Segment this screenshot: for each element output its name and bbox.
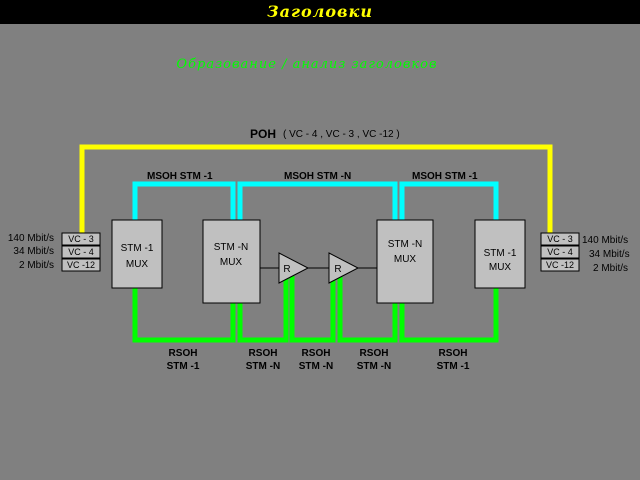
svg-text:MUX: MUX <box>394 254 417 265</box>
regenerator-1: R <box>278 252 310 284</box>
svg-text:VC -12: VC -12 <box>67 260 95 270</box>
rate-left-34: 34 Mbit/s <box>13 246 54 257</box>
svg-text:MUX: MUX <box>220 257 243 268</box>
msoh-path-left <box>132 181 236 230</box>
window-title: Заголовки <box>267 2 373 21</box>
msoh-label-left: MSOH STM -1 <box>147 171 213 182</box>
vc-box-left-vc4: VC - 4 <box>61 245 101 259</box>
rsoh-label-2-line2: STM -N <box>246 361 280 372</box>
rsoh-path-3 <box>289 276 336 343</box>
mux-stm1-right: STM -1 MUX <box>474 219 526 289</box>
rsoh-path-5 <box>399 286 499 343</box>
vc-box-right-vc4: VC - 4 <box>540 245 580 259</box>
rsoh-label-3-line1: RSOH <box>302 348 331 359</box>
vc-box-right-vc3: VC - 3 <box>540 232 580 246</box>
rsoh-label-1-line2: STM -1 <box>167 361 200 372</box>
mux-stmn-right: STM -N MUX <box>376 219 434 304</box>
rsoh-path-2 <box>237 276 289 343</box>
rsoh-label-4-line1: RSOH <box>360 348 389 359</box>
svg-text:STM -N: STM -N <box>214 242 248 253</box>
svg-text:R: R <box>283 264 290 275</box>
msoh-label-right: MSOH STM -1 <box>412 171 478 182</box>
title-bar: Заголовки <box>0 0 640 24</box>
svg-text:MUX: MUX <box>126 259 149 270</box>
svg-text:VC - 3: VC - 3 <box>547 234 573 244</box>
svg-text:VC - 4: VC - 4 <box>68 247 94 257</box>
rsoh-label-4-line2: STM -N <box>357 361 391 372</box>
rsoh-label-5-line2: STM -1 <box>437 361 470 372</box>
rsoh-label-2-line1: RSOH <box>249 348 278 359</box>
msoh-path-right <box>399 181 499 230</box>
msoh-label-middle: MSOH STM -N <box>284 171 351 182</box>
rsoh-label-5-line1: RSOH <box>439 348 468 359</box>
rate-right-2: 2 Mbit/s <box>593 263 628 274</box>
rate-left-140: 140 Mbit/s <box>8 233 54 244</box>
svg-text:R: R <box>334 264 341 275</box>
poh-label: POH <box>250 127 276 141</box>
svg-text:VC -12: VC -12 <box>546 260 574 270</box>
svg-text:STM -1: STM -1 <box>484 248 517 259</box>
msoh-path-middle <box>237 181 398 220</box>
svg-text:STM -N: STM -N <box>388 239 422 250</box>
svg-text:STM -1: STM -1 <box>121 243 154 254</box>
rsoh-label-1-line1: RSOH <box>169 348 198 359</box>
vc-box-left-vc12: VC -12 <box>61 258 101 272</box>
svg-text:VC - 3: VC - 3 <box>68 234 94 244</box>
rsoh-path-1 <box>132 286 236 343</box>
rate-right-34: 34 Mbit/s <box>589 249 630 260</box>
svg-text:VC - 4: VC - 4 <box>547 247 573 257</box>
mux-stmn-left: STM -N MUX <box>202 219 261 304</box>
rsoh-label-3-line2: STM -N <box>299 361 333 372</box>
vc-box-right-vc12: VC -12 <box>540 258 580 272</box>
diagram-subtitle: Образование / анализ заголовков <box>176 57 438 72</box>
poh-path <box>79 144 553 233</box>
vc-box-left-vc3: VC - 3 <box>61 232 101 246</box>
poh-detail: ( VC - 4 , VC - 3 , VC -12 ) <box>283 129 400 140</box>
rate-right-140: 140 Mbit/s <box>582 235 628 246</box>
svg-text:MUX: MUX <box>489 262 512 273</box>
regenerator-2: R <box>328 252 360 284</box>
rate-left-2: 2 Mbit/s <box>19 260 54 271</box>
mux-stm1-left: STM -1 MUX <box>111 219 163 289</box>
rsoh-path-4 <box>337 276 398 343</box>
